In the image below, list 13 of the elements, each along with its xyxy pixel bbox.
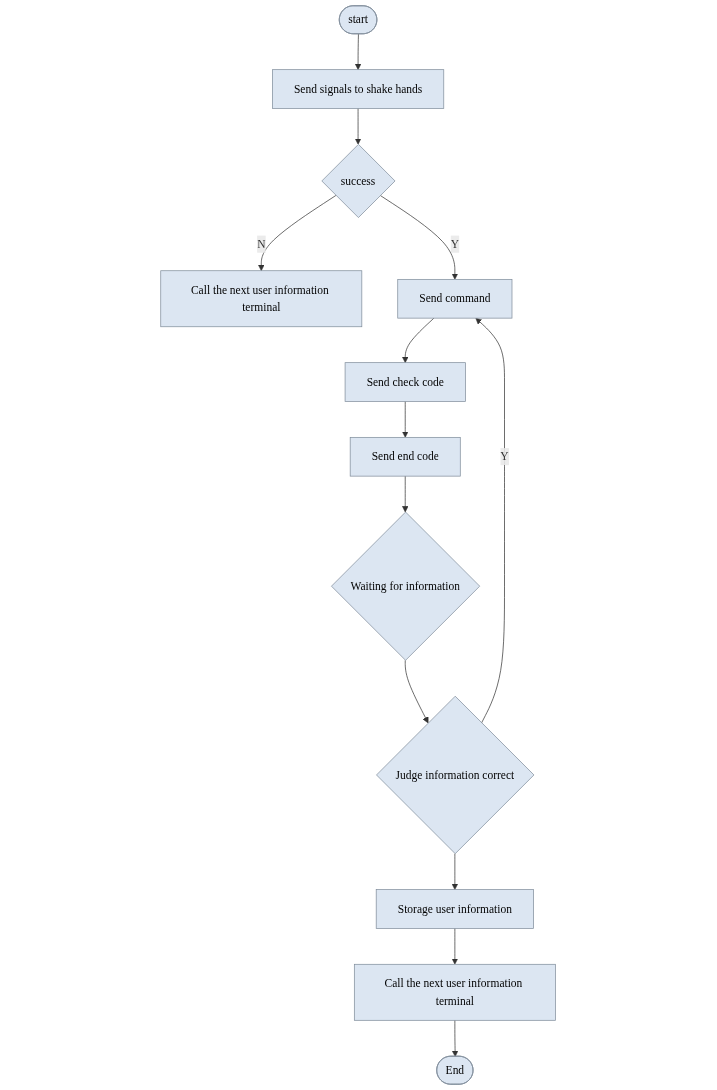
node-box: Send end code (350, 437, 462, 477)
node-box: Storage user information (376, 889, 535, 929)
node-diamond: Waiting for information (331, 511, 481, 661)
node-box: Send check code (345, 362, 467, 402)
edge-label: Y (500, 450, 510, 463)
edge-label: N (257, 237, 266, 250)
edge-label: Y (451, 237, 460, 250)
node-diamond: success (321, 144, 396, 218)
node-box: Send command (397, 279, 513, 319)
node-box: Call the next user information terminal (160, 270, 363, 328)
node-box: Call the next user information terminal (354, 963, 557, 1021)
node-box: Send signals to shake hands (272, 69, 445, 109)
node-diamond: Judge information correct (376, 695, 535, 855)
